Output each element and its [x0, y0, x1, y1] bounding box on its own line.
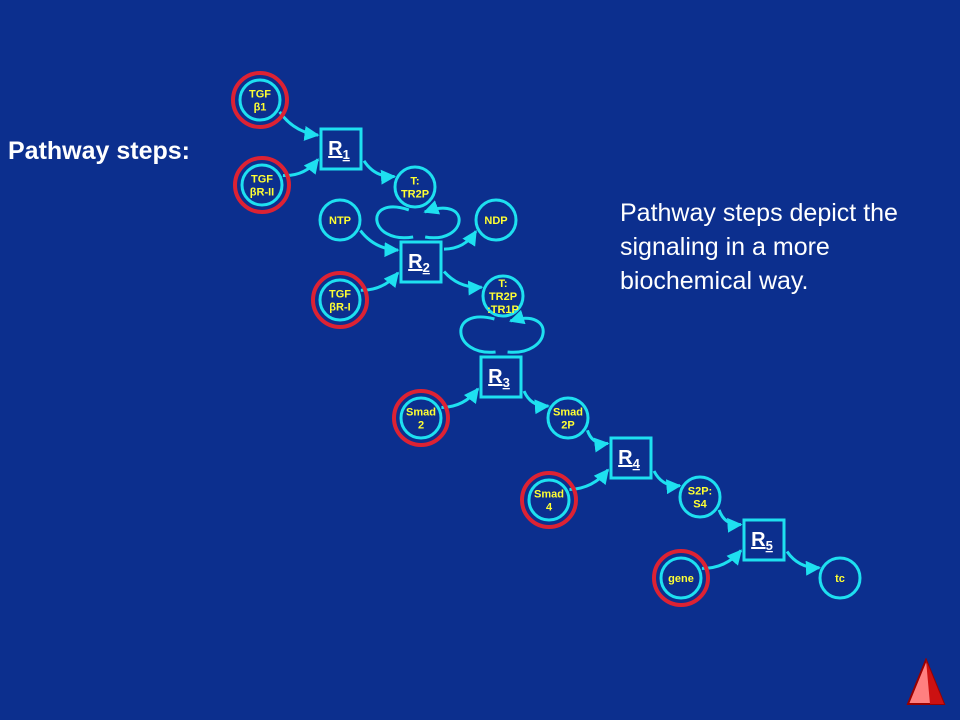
- species-tc: tc: [818, 556, 862, 600]
- ring-tgfb1: [231, 71, 289, 129]
- edge-r2-to-t_tr2p-right: [423, 200, 461, 240]
- ring-gene: [652, 549, 710, 607]
- next-slide-icon[interactable]: [906, 658, 946, 706]
- reaction-label-r1: R1: [328, 138, 350, 162]
- ring-tgfbr1: [311, 271, 369, 329]
- reaction-label-r3: R3: [488, 366, 510, 390]
- species-t_tr2p_tr1p: T:TR2P:TR1P: [481, 274, 525, 318]
- edge-ntp-to-r2: [359, 229, 400, 258]
- species-label-tgfbr1-1: βR-I: [329, 302, 350, 314]
- reaction-box-r1: [319, 127, 363, 171]
- species-label-smad2p-1: 2P: [561, 420, 574, 432]
- species-label-smad4-0: Smad: [534, 489, 564, 501]
- edge-t_tr2p-to-r2-left: [375, 205, 414, 240]
- reaction-r3: R3: [479, 355, 523, 399]
- edge-smad4-to-r4: [569, 468, 610, 492]
- species-ndp: NDP: [474, 198, 518, 242]
- species-label-tgfb1-0: TGF: [249, 89, 271, 101]
- edge-r4-to-s2p_s4: [652, 470, 682, 495]
- reaction-r2: R2: [399, 240, 443, 284]
- reaction-box-r4: [609, 436, 653, 480]
- slide-description: Pathway steps depict the signaling in a …: [620, 199, 898, 295]
- species-label-tgfbr2-0: TGF: [251, 174, 273, 186]
- species-label-t_tr2p_tr1p-0: T:: [498, 278, 507, 290]
- species-label-s2p_s4-1: S4: [693, 499, 707, 511]
- reaction-box-r5: [742, 518, 786, 562]
- ring-tgfbr2: [233, 156, 291, 214]
- ring-smad4: [520, 471, 578, 529]
- edge-r2-to-ndp: [443, 229, 478, 251]
- circle-smad2p: [546, 396, 590, 440]
- species-label-tgfb1-1: β1: [254, 102, 267, 114]
- species-label-smad2p-0: Smad: [553, 407, 583, 419]
- circle-smad4: [527, 478, 571, 522]
- edge-s2p_s4-to-r5: [717, 509, 743, 533]
- circle-t_tr2p: [393, 165, 437, 209]
- circle-tc: [818, 556, 862, 600]
- reaction-r5: R5: [742, 518, 786, 562]
- circle-tgfb1: [238, 78, 282, 122]
- edge-r2-to-t_tr2p_tr1p: [442, 270, 484, 296]
- edge-r3-to-t_tr2p_tr1p-right: [507, 309, 545, 354]
- edge-tgfbr1-to-r2: [360, 271, 400, 292]
- edge-tgfb1-to-r1: [278, 111, 320, 141]
- circle-tgfbr1: [318, 278, 362, 322]
- species-label-smad2-1: 2: [418, 420, 424, 432]
- species-s2p_s4: S2P:S4: [678, 475, 722, 519]
- species-label-ndp-0: NDP: [484, 215, 507, 227]
- reaction-label-r4: R4: [618, 447, 640, 471]
- species-label-s2p_s4-0: S2P:: [688, 486, 712, 498]
- edges-layer: [278, 111, 821, 576]
- species-label-tgfbr2-1: βR-II: [250, 187, 274, 199]
- species-label-t_tr2p-0: T:: [410, 176, 419, 188]
- species-label-t_tr2p-1: TR2P: [401, 189, 429, 201]
- species-label-smad4-1: 4: [546, 502, 553, 514]
- circle-ntp: [318, 198, 362, 242]
- slide-heading: Pathway steps:: [8, 137, 191, 165]
- circle-gene: [659, 556, 703, 600]
- species-label-tgfbr1-0: TGF: [329, 289, 351, 301]
- edge-gene-to-r5: [701, 549, 743, 570]
- species-label-ntp-0: NTP: [329, 215, 351, 227]
- circle-smad2: [399, 396, 443, 440]
- species-label-t_tr2p_tr1p-2: :TR1P: [487, 304, 519, 316]
- species-t_tr2p: T:TR2P: [393, 165, 437, 209]
- ring-smad2: [392, 389, 450, 447]
- species-label-tc-0: tc: [835, 573, 845, 585]
- species-label-gene-0: gene: [668, 573, 694, 585]
- reaction-box-r3: [479, 355, 523, 399]
- species-label-t_tr2p_tr1p-1: TR2P: [489, 291, 517, 303]
- reaction-r4: R4: [609, 436, 653, 480]
- edge-r5-to-tc: [785, 550, 821, 576]
- circle-t_tr2p_tr1p: [481, 274, 525, 318]
- reaction-box-r2: [399, 240, 443, 284]
- reaction-r1: R1: [319, 127, 363, 171]
- edge-r3-to-smad2p: [522, 390, 550, 415]
- edge-t_tr2p_tr1p-to-r3-left: [459, 315, 496, 354]
- circle-ndp: [474, 198, 518, 242]
- species-ntp: NTP: [318, 198, 362, 242]
- reaction-label-r5: R5: [751, 529, 773, 553]
- edge-smad2p-to-r4: [585, 429, 610, 453]
- reaction-label-r2: R2: [408, 251, 430, 275]
- circle-s2p_s4: [678, 475, 722, 519]
- species-label-smad2-0: Smad: [406, 407, 436, 419]
- edge-smad2-to-r3: [441, 387, 480, 410]
- edge-r1-to-t_tr2p: [362, 159, 397, 185]
- circle-tgfbr2: [240, 163, 284, 207]
- species-gene: gene: [652, 549, 710, 607]
